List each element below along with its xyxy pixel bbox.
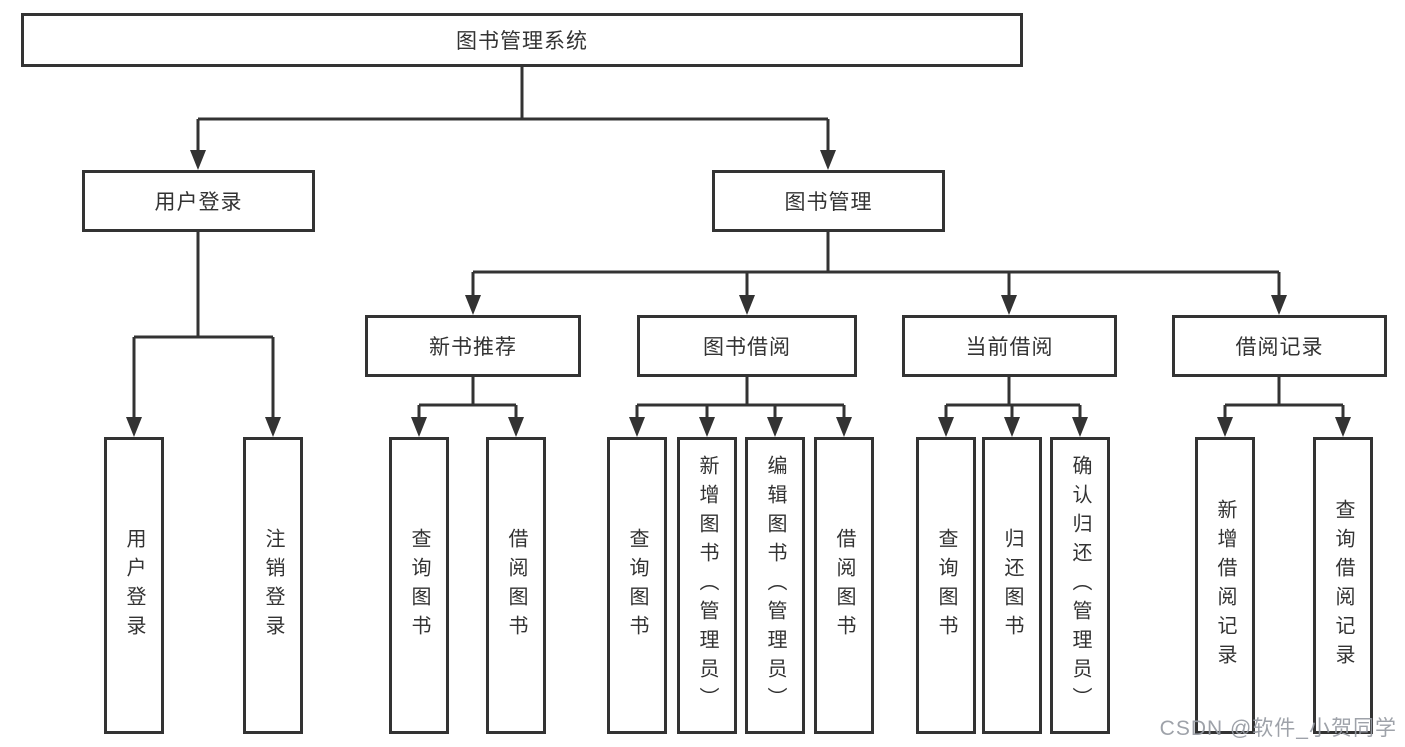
leaf-query-borrow-record: 查询借阅记录	[1313, 437, 1373, 734]
leaf-user-login: 用户登录	[104, 437, 164, 734]
arrowhead	[190, 150, 206, 170]
arrowhead	[508, 417, 524, 437]
arrowhead	[1004, 417, 1020, 437]
csdn-watermark: CSDN @软件_小贺同学	[1159, 717, 1397, 740]
connector-new-books	[417, 377, 518, 421]
node-book-management: 图书管理	[712, 170, 945, 232]
arrowhead	[699, 417, 715, 437]
node-borrowing-records: 借阅记录	[1172, 315, 1387, 377]
node-user-login: 用户登录	[82, 170, 315, 232]
node-new-book-recommend: 新书推荐	[365, 315, 581, 377]
arrowhead	[1001, 295, 1017, 315]
node-library-management-system: 图书管理系统	[21, 13, 1023, 67]
arrowhead	[1271, 295, 1287, 315]
leaf-edit-books-admin: 编辑图书（管理员）	[745, 437, 805, 734]
arrowhead	[629, 417, 645, 437]
connector-root	[196, 67, 830, 152]
leaf-query-books-2: 查询图书	[607, 437, 667, 734]
arrowhead	[1217, 417, 1233, 437]
arrowhead	[411, 417, 427, 437]
leaf-return-books: 归还图书	[982, 437, 1042, 734]
arrowhead	[739, 295, 755, 315]
leaf-borrow-books-1: 借阅图书	[486, 437, 546, 734]
connector-book-mgmt	[471, 232, 1281, 298]
arrowhead	[938, 417, 954, 437]
arrowhead	[465, 295, 481, 315]
arrowhead	[126, 417, 142, 437]
node-current-borrowing: 当前借阅	[902, 315, 1117, 377]
leaf-query-books-3: 查询图书	[916, 437, 976, 734]
arrowhead	[265, 417, 281, 437]
leaf-logout: 注销登录	[243, 437, 303, 734]
connector-book-borrow	[635, 377, 846, 421]
connector-user-login	[132, 232, 275, 423]
arrowhead	[836, 417, 852, 437]
leaf-add-books-admin: 新增图书（管理员）	[677, 437, 737, 734]
leaf-confirm-return-admin: 确认归还（管理员）	[1050, 437, 1110, 734]
arrowhead	[820, 150, 836, 170]
arrowhead	[1335, 417, 1351, 437]
connector-borrow-records	[1223, 377, 1345, 421]
arrowhead	[1072, 417, 1088, 437]
connector-current-borrow	[944, 377, 1082, 421]
arrowhead	[767, 417, 783, 437]
leaf-add-borrow-record: 新增借阅记录	[1195, 437, 1255, 734]
node-book-borrowing: 图书借阅	[637, 315, 857, 377]
leaf-borrow-books-2: 借阅图书	[814, 437, 874, 734]
leaf-query-books-1: 查询图书	[389, 437, 449, 734]
